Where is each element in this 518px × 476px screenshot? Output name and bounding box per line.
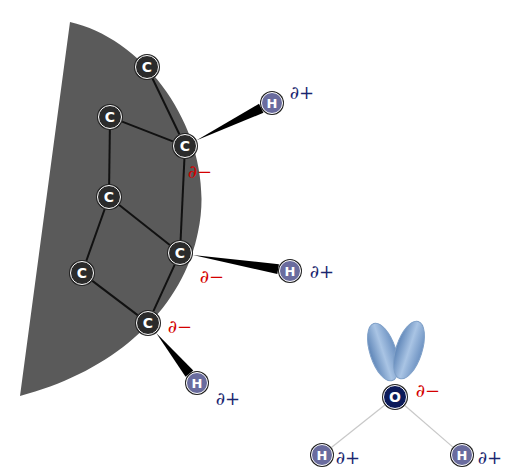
atom-symbol: H bbox=[285, 265, 296, 278]
partial-charge: ∂+ bbox=[216, 390, 240, 408]
water-bond bbox=[405, 406, 453, 448]
carbon-atom: C bbox=[136, 311, 160, 335]
oxygen-atom: O bbox=[383, 385, 407, 409]
partial-charge: ∂+ bbox=[310, 263, 334, 281]
carbon-bond bbox=[153, 79, 180, 135]
partial-charge: ∂− bbox=[168, 318, 192, 336]
atom-symbol: H bbox=[192, 377, 203, 390]
atom-symbol: C bbox=[143, 316, 153, 330]
water-bond bbox=[331, 405, 384, 447]
partial-charge: ∂+ bbox=[478, 449, 502, 467]
partial-charge: ∂+ bbox=[336, 449, 360, 467]
carbon-atom: C bbox=[168, 241, 192, 265]
atom-symbol: C bbox=[104, 190, 114, 204]
hydrogen-atom: H bbox=[451, 444, 473, 466]
wedge-bond bbox=[156, 333, 193, 377]
carbon-atom: C bbox=[70, 261, 94, 285]
partial-charge: ∂− bbox=[200, 268, 224, 286]
graphene-surface bbox=[20, 22, 202, 396]
partial-charge: ∂− bbox=[416, 382, 440, 400]
atom-symbol: H bbox=[267, 97, 278, 110]
hydrogen-atom: H bbox=[279, 260, 301, 282]
atom-symbol: C bbox=[175, 246, 185, 260]
wedge-bond bbox=[197, 104, 264, 140]
atom-symbol: C bbox=[77, 266, 87, 280]
atom-symbol: C bbox=[142, 60, 152, 74]
carbon-bond bbox=[181, 159, 185, 240]
atom-symbol: C bbox=[105, 110, 115, 124]
carbon-bond bbox=[92, 281, 137, 315]
atom-symbol: C bbox=[180, 139, 190, 153]
atom-symbol: H bbox=[317, 449, 328, 462]
partial-charge: ∂− bbox=[188, 163, 212, 181]
carbon-bond bbox=[86, 209, 104, 261]
lone-pair-lobes bbox=[361, 317, 430, 384]
carbon-atom: C bbox=[98, 105, 122, 129]
atom-symbol: O bbox=[389, 390, 401, 404]
carbon-bond bbox=[119, 205, 170, 245]
carbon-bond bbox=[122, 122, 173, 142]
partial-charge: ∂+ bbox=[290, 84, 314, 102]
atom-symbol: H bbox=[457, 449, 468, 462]
carbon-bond bbox=[108, 130, 111, 184]
hydrogen-atom: H bbox=[311, 444, 333, 466]
carbon-atom: C bbox=[97, 185, 121, 209]
hydrogen-atom: H bbox=[261, 92, 283, 114]
carbon-bond bbox=[153, 265, 174, 311]
carbon-atom: C bbox=[135, 55, 159, 79]
hydrogen-atom: H bbox=[186, 372, 208, 394]
carbon-atom: C bbox=[173, 134, 197, 158]
